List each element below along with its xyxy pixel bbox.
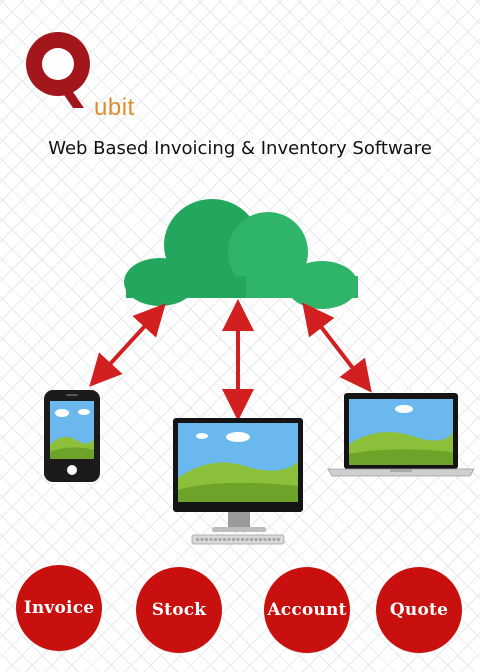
smartphone-icon	[44, 390, 100, 482]
quote-button[interactable]: Quote	[376, 567, 462, 653]
invoice-button-label: Invoice	[23, 598, 95, 618]
account-button-label: Account	[267, 600, 347, 620]
logo-wordmark: ubit	[94, 94, 135, 121]
quote-button-label: Quote	[389, 600, 449, 620]
laptop-icon	[327, 393, 475, 477]
keyboard-icon	[191, 534, 285, 545]
stock-button-label: Stock	[151, 600, 207, 620]
invoice-button[interactable]: Invoice	[16, 565, 102, 651]
account-button[interactable]: Account	[264, 567, 350, 653]
cloud-icon	[124, 199, 358, 309]
stock-button[interactable]: Stock	[136, 567, 222, 653]
qubit-logo: ubit	[18, 24, 138, 121]
logo-q-mark	[26, 32, 90, 108]
desktop-icon	[173, 418, 303, 532]
arrow-cloud-laptop	[302, 302, 372, 393]
arrow-cloud-phone	[89, 303, 166, 387]
page-title: Web Based Invoicing & Inventory Software	[48, 138, 432, 159]
